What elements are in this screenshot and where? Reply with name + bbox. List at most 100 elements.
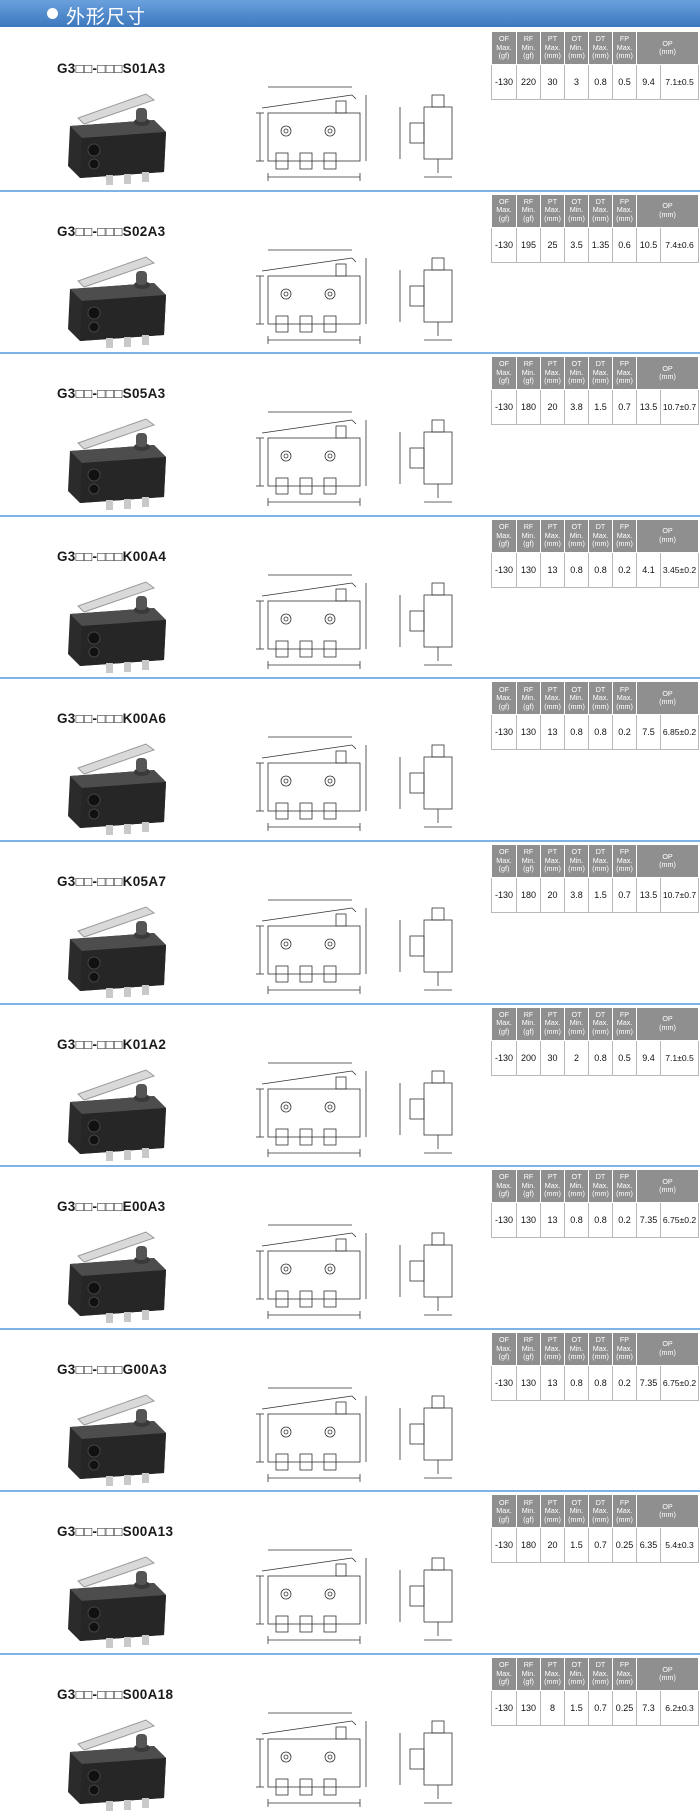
val-dt2: 0.7: [612, 877, 637, 913]
val-fp: 7.35: [636, 1202, 661, 1239]
val-pt: 13: [540, 1202, 565, 1239]
col-op: OP(mm): [635, 31, 700, 65]
product-row: G3□□-□□□G00A3: [0, 1329, 700, 1492]
model-number: G3□□-□□□K05A7: [57, 874, 167, 889]
model-number: G3□□-□□□S00A18: [57, 1687, 174, 1702]
val-dt: 0.8: [588, 1202, 613, 1239]
product-photo: [68, 1231, 166, 1324]
val-op: 7.1±0.5: [659, 64, 700, 100]
val-fp: 9.4: [636, 64, 661, 100]
product-row: G3□□-□□□K01A2: [0, 1004, 700, 1167]
val-ot: 0.8: [564, 714, 589, 751]
val-rf: 180: [516, 389, 541, 426]
val-op: 6.85±0.2: [659, 714, 700, 751]
col-op: OP(mm): [635, 193, 700, 228]
val-ot: 0.8: [564, 551, 589, 588]
product-row: G3□□-□□□K00A4: [0, 516, 700, 679]
val-pt: 13: [540, 1364, 565, 1401]
product-photo: [68, 93, 166, 185]
model-number: G3□□-□□□K00A4: [57, 548, 167, 564]
val-pt: 13: [540, 551, 565, 588]
model-number: G3□□-□□□E00A3: [57, 1199, 166, 1215]
val-fp: 7.5: [636, 714, 661, 751]
bullet-icon: [47, 8, 58, 19]
val-rf: 130: [516, 714, 541, 751]
val-of: -130: [491, 1202, 517, 1239]
val-op: 7.4±0.6: [659, 226, 700, 263]
val-dt: 1.5: [588, 877, 613, 913]
val-fp: 7.35: [636, 1364, 661, 1401]
lever-arm: [77, 256, 156, 288]
val-pt: 30: [540, 1039, 565, 1076]
model-number: G3□□-□□□S01A3: [57, 61, 166, 76]
col-op: OP(mm): [635, 1331, 700, 1366]
lever-arm: [77, 1556, 156, 1588]
model-number: G3□□-□□□S00A13: [57, 1524, 174, 1540]
product-photo: [68, 256, 166, 348]
val-dt: 0.8: [588, 551, 613, 588]
val-pt: 20: [540, 389, 565, 426]
col-op: OP(mm): [635, 1494, 700, 1529]
val-dt2: 0.25: [612, 1690, 637, 1726]
val-dt2: 0.2: [612, 714, 637, 751]
row-separator: [0, 189, 700, 192]
product-photo: [68, 418, 166, 511]
val-pt: 25: [540, 226, 565, 263]
col-op: OP(mm): [635, 844, 700, 878]
model-number: G3□□-□□□S02A3: [57, 223, 166, 239]
row-separator: [0, 840, 700, 842]
val-op: 6.75±0.2: [659, 1364, 700, 1401]
val-pt: 8: [540, 1690, 565, 1726]
dimension-drawing: [256, 1712, 453, 1807]
lever-arm: [77, 743, 156, 775]
product-row: G3□□-□□□S02A3: [0, 191, 700, 354]
section-title: 外形尺寸: [66, 6, 147, 28]
product-photo: [68, 1556, 166, 1649]
val-ot: 2: [564, 1039, 589, 1076]
dimension-drawing: [256, 574, 453, 669]
col-op: OP(mm): [635, 1006, 700, 1041]
val-rf: 220: [516, 64, 541, 100]
row-separator: [0, 1327, 700, 1330]
dimension-drawing: [256, 249, 453, 344]
row-separator: [0, 1165, 700, 1168]
val-ot: 1.5: [564, 1690, 589, 1726]
col-op: OP(mm): [635, 681, 700, 716]
val-dt2: 0.2: [612, 551, 637, 588]
val-dt: 1.35: [588, 226, 613, 263]
val-dt: 0.7: [588, 1690, 613, 1726]
